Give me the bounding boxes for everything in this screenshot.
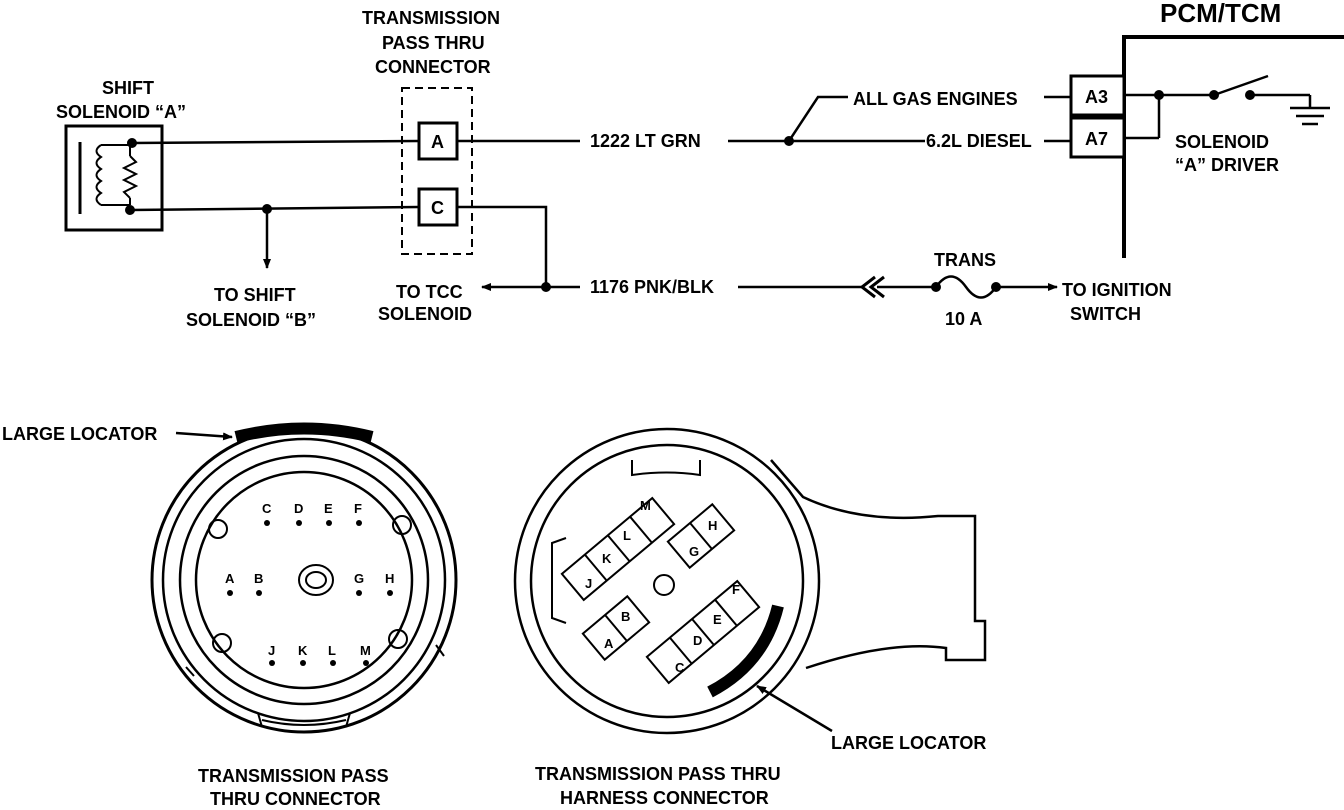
harness-pin-g: G	[689, 544, 699, 559]
wire-solenoid-to-c	[129, 205, 420, 212]
diesel-label: 6.2L DIESEL	[926, 131, 1032, 151]
caption-harness-1: TRANSMISSION PASS THRU	[535, 764, 781, 784]
pcm-terminal-a7-label: A7	[1085, 129, 1108, 149]
wire-c-out	[457, 205, 548, 287]
left-large-locator	[234, 422, 374, 443]
fuse-rating: 10 A	[945, 309, 982, 329]
pcm-outline	[1122, 35, 1344, 258]
harness-pin-l: L	[623, 528, 631, 543]
wire-gas-branch	[787, 95, 848, 142]
harness-pin-f: F	[732, 582, 740, 597]
solenoid-driver-label-1: SOLENOID	[1175, 132, 1269, 152]
shift-solenoid-a-label-2: SOLENOID “A”	[56, 102, 186, 122]
left-large-locator-arrow	[175, 431, 233, 441]
pcm-terminal-a3-label: A3	[1085, 87, 1108, 107]
connector-symbol	[859, 275, 885, 299]
pass-thru-label-3: CONNECTOR	[375, 57, 491, 77]
left-pin-j: J	[268, 643, 275, 658]
wire-pnk-blk-label: 1176 PNK/BLK	[590, 277, 714, 297]
caption-pass-thru-2: THRU CONNECTOR	[210, 789, 381, 809]
pass-thru-pin-c-label: C	[431, 198, 444, 218]
harness-large-locator	[707, 604, 784, 698]
harness-pin-k: K	[602, 551, 612, 566]
fuse-name: TRANS	[934, 250, 996, 270]
harness-pin-d: D	[693, 633, 702, 648]
pass-thru-label-1: TRANSMISSION	[362, 8, 500, 28]
to-ignition-label-2: SWITCH	[1070, 304, 1141, 324]
right-large-locator-label: LARGE LOCATOR	[831, 733, 986, 753]
left-pin-c: C	[262, 501, 272, 516]
pass-thru-pin-a-label: A	[431, 132, 444, 152]
pcm-label: PCM/TCM	[1160, 0, 1281, 28]
caption-pass-thru-1: TRANSMISSION PASS	[198, 766, 389, 786]
all-gas-label: ALL GAS ENGINES	[853, 89, 1018, 109]
solenoid-driver-switch	[1124, 74, 1330, 140]
harness-pin-c: C	[675, 660, 685, 675]
left-large-locator-label: LARGE LOCATOR	[2, 424, 157, 444]
harness-pin-h: H	[708, 518, 717, 533]
harness-pin-b: B	[621, 609, 630, 624]
pass-thru-pin-a	[417, 121, 459, 161]
to-ignition-label-1: TO IGNITION	[1062, 280, 1172, 300]
caption-harness-2: HARNESS CONNECTOR	[560, 788, 769, 808]
left-pin-b: B	[254, 571, 263, 586]
harness-pin-m: M	[640, 498, 651, 513]
left-pin-f: F	[354, 501, 362, 516]
left-pin-m: M	[360, 643, 371, 658]
harness-connector-face	[513, 427, 987, 735]
right-large-locator-arrow	[756, 684, 833, 733]
shift-solenoid-a	[64, 124, 164, 232]
left-pin-g: G	[354, 571, 364, 586]
to-tcc-label-2: SOLENOID	[378, 304, 472, 324]
pass-thru-connector-outline	[401, 87, 473, 255]
left-pin-h: H	[385, 571, 394, 586]
left-pin-l: L	[328, 643, 336, 658]
left-pin-a: A	[225, 571, 235, 586]
to-shift-b-label-2: SOLENOID “B”	[186, 310, 316, 330]
harness-pin-e: E	[713, 612, 722, 627]
left-pin-d: D	[294, 501, 303, 516]
solenoid-driver-label-2: “A” DRIVER	[1175, 155, 1279, 175]
to-shift-b-label-1: TO SHIFT	[214, 285, 296, 305]
harness-pin-j: J	[585, 576, 592, 591]
pass-thru-pin-c	[417, 187, 459, 227]
left-pin-k: K	[298, 643, 308, 658]
pass-thru-label-2: PASS THRU	[382, 33, 485, 53]
shift-solenoid-a-label-1: SHIFT	[102, 78, 154, 98]
wire-solenoid-to-a	[131, 139, 420, 145]
pass-thru-connector-face	[150, 422, 458, 734]
to-tcc-label-1: TO TCC	[396, 282, 463, 302]
left-pin-e: E	[324, 501, 333, 516]
wire-lt-grn-label: 1222 LT GRN	[590, 131, 701, 151]
fuse-symbol	[934, 275, 998, 299]
harness-pin-a: A	[604, 636, 614, 651]
